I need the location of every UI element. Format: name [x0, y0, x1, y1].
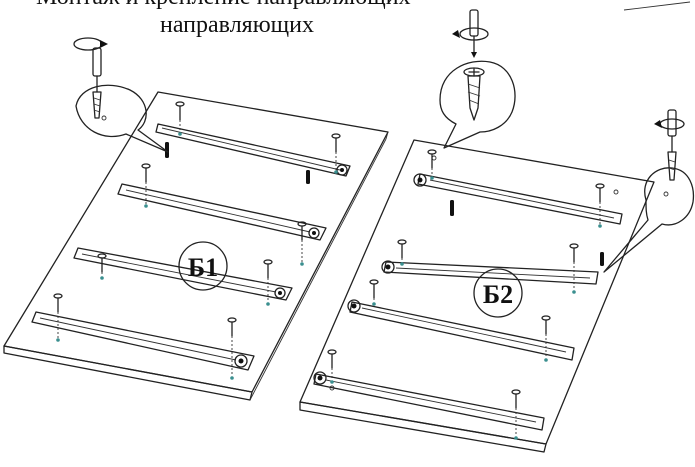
rotation-arrow-icon [73, 37, 108, 51]
corner-fragment [623, 1, 691, 11]
screws-b2 [327, 149, 605, 440]
panel-b1: Б1 [3, 91, 389, 401]
magnifier-callout-icon [73, 37, 169, 153]
dowel-icon [306, 170, 310, 184]
instruction-caption-line2: направляющих [160, 12, 314, 38]
rail-b2-1 [413, 173, 623, 225]
screwdriver-icon [92, 47, 102, 119]
panel-b2-label: Б2 [483, 280, 513, 309]
magnifier-callout-icon [603, 109, 695, 273]
rotation-arrow-icon [452, 27, 489, 41]
rail-b1-4 [31, 311, 255, 371]
dowel-icon [600, 252, 604, 266]
rail-b1-1 [155, 123, 351, 177]
screw-icon [463, 67, 485, 121]
screws-b1 [53, 101, 341, 380]
rail-b1-3 [73, 247, 293, 301]
dowel-icon [450, 200, 454, 216]
panel-b1-label-circle [178, 241, 228, 291]
rail-b2-4 [313, 371, 545, 431]
panel-b1-edge [3, 345, 253, 401]
panel-b2-edge [299, 401, 547, 453]
rail-b2-3 [347, 299, 575, 361]
screwdriver-icon [667, 109, 677, 181]
screwdriver-icon [469, 9, 479, 58]
panel-b2: Б2 [299, 139, 655, 453]
panel-b1-top-face [3, 91, 389, 393]
rail-b1-2 [117, 183, 327, 241]
instruction-caption-line1: Монтаж и крепление направляющих [36, 0, 695, 10]
dowel-icon [165, 142, 169, 158]
panel-b1-label: Б1 [188, 253, 218, 282]
rotation-arrow-icon [654, 118, 685, 130]
rail-b2-2 [381, 260, 599, 285]
magnifier-callout-icon [439, 9, 516, 149]
panel-b2-label-circle [473, 268, 523, 318]
